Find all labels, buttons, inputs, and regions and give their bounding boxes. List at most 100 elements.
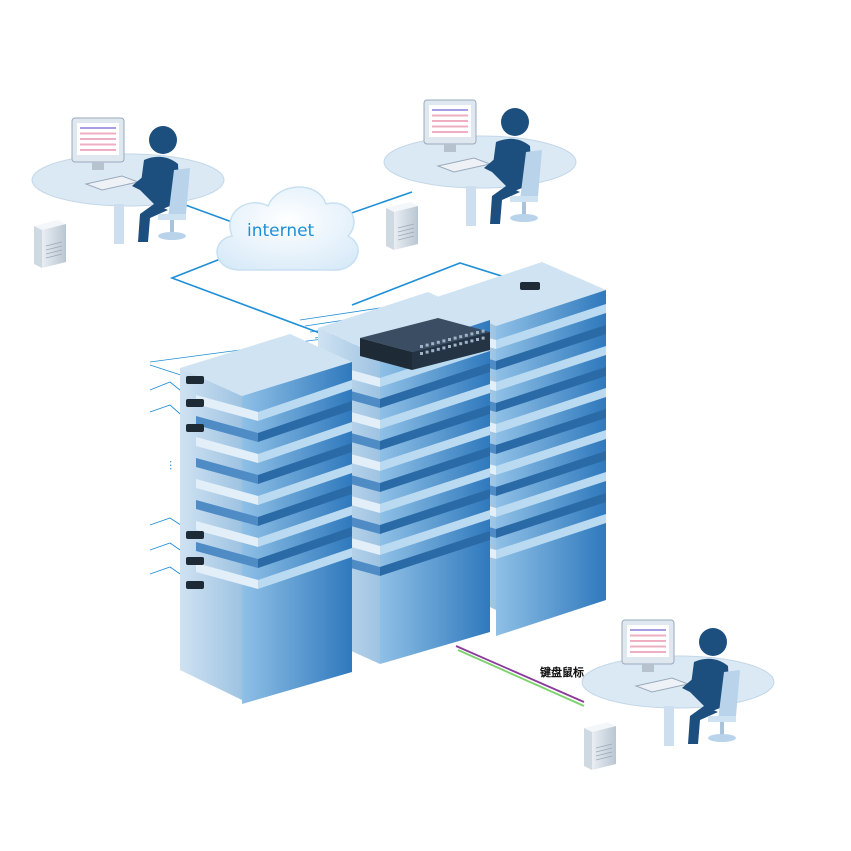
pc-tower-side (386, 208, 394, 250)
pc-tower-top (584, 722, 616, 732)
kvm-module (186, 424, 204, 432)
server-unit (496, 514, 606, 559)
server-unit-side (196, 479, 258, 505)
server-unit (258, 422, 352, 463)
switch-port (476, 338, 479, 341)
switch-port (420, 352, 423, 355)
kvm-modules (186, 376, 204, 589)
pc-vent (45, 241, 63, 247)
server-unit-side (196, 500, 258, 526)
person-arm (484, 156, 504, 172)
server-unit (380, 510, 490, 555)
person-head (501, 108, 529, 136)
server-unit (496, 430, 606, 475)
screen-row (630, 629, 666, 631)
switch-port (425, 343, 429, 347)
person-leg (138, 204, 168, 242)
screen-row (432, 114, 468, 117)
switch-port (459, 335, 463, 339)
pc-tower-front (42, 224, 66, 268)
server-unit (496, 451, 606, 496)
server-unit (496, 367, 606, 412)
chair-back (520, 150, 542, 200)
internet-label: internet (247, 221, 315, 241)
person-leg (688, 706, 718, 744)
server-unit (380, 384, 490, 429)
server-unit (380, 405, 490, 450)
server-unit (496, 388, 606, 433)
chair-seat (510, 196, 538, 202)
chair-post (522, 202, 526, 216)
switch-port (431, 342, 435, 346)
network-switch (360, 318, 490, 370)
switch-port (448, 345, 451, 348)
screen-row (432, 131, 468, 133)
server-unit-side (196, 416, 258, 442)
pc-tower-top (386, 202, 418, 212)
screen-row (630, 651, 666, 653)
pc-tower-side (34, 226, 42, 268)
server-unit (496, 325, 606, 370)
server-unit (258, 401, 352, 442)
pc-tower-side (584, 728, 592, 770)
server-rack-left (180, 334, 352, 704)
pc-vent (595, 743, 613, 749)
person-body (690, 658, 730, 712)
internet-cloud: internet (216, 186, 359, 271)
chair-base (708, 734, 736, 742)
switch-port (442, 346, 446, 350)
pc-vent (45, 249, 63, 255)
server-unit (496, 304, 606, 349)
server-unit-side (196, 437, 258, 463)
switch-port (448, 338, 451, 341)
screen-row (630, 645, 666, 648)
desk-leg (466, 186, 476, 226)
server-unit (258, 380, 352, 421)
server-unit (258, 548, 352, 589)
link-topleft-to-cloud (179, 202, 233, 223)
server-unit-side (196, 542, 258, 568)
workstation-bottom-right (581, 619, 775, 770)
kvm-module (186, 376, 204, 384)
server-unit (496, 346, 606, 391)
server-unit-side (196, 395, 258, 421)
server-unit-side (196, 521, 258, 547)
chair-post (170, 220, 174, 234)
pc-vent (595, 755, 613, 761)
chair-base (510, 214, 538, 222)
server-unit (496, 409, 606, 454)
switch-port (459, 342, 463, 346)
desk-leg (664, 706, 674, 746)
pc-vent (45, 245, 63, 251)
kvm-module (186, 557, 204, 565)
server-unit (380, 531, 490, 576)
vertical-ellipsis: ... (167, 460, 180, 471)
link-cloud-to-racks (169, 255, 353, 346)
screen-row (80, 132, 116, 135)
screen-row (432, 120, 468, 122)
server-unit (380, 489, 490, 534)
switch-port (470, 332, 474, 336)
pc-vent (45, 253, 63, 259)
screen-row (80, 149, 116, 151)
chair-back (168, 168, 190, 218)
screen-row (630, 634, 666, 637)
switch-port (470, 339, 474, 343)
switch-port (420, 345, 423, 348)
switch-port (464, 340, 468, 344)
screen-row (630, 640, 666, 642)
switch-port (476, 331, 479, 334)
monitor-stand (642, 664, 654, 672)
pc-vent (397, 231, 415, 237)
desk-leg (114, 204, 124, 244)
rack-top-device (520, 282, 540, 290)
switch-port (425, 350, 429, 354)
pc-tower-front (592, 726, 616, 770)
switch-port (442, 339, 446, 343)
server-unit (380, 363, 490, 408)
person-head (699, 628, 727, 656)
server-unit (496, 472, 606, 517)
chair-post (720, 722, 724, 736)
person-leg (490, 186, 520, 224)
